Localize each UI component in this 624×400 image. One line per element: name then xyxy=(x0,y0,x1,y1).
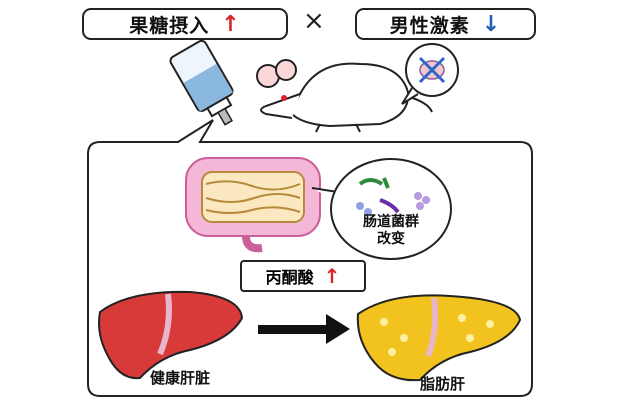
times-symbol: × xyxy=(303,6,325,36)
pyruvate-box: 丙酮酸 ↑ xyxy=(240,260,366,292)
fructose-intake-box: 果糖摂入 ↑ xyxy=(82,8,288,40)
intestine-icon xyxy=(185,157,321,253)
fatty-liver-icon xyxy=(356,294,522,382)
right-arrow-icon xyxy=(258,314,350,344)
fructose-intake-label: 果糖摂入 xyxy=(129,14,210,37)
bacteria-label-line1: 肠道菌群 xyxy=(363,214,419,230)
bacteria-label: 肠道菌群 改变 xyxy=(334,214,448,248)
iv-bottle-icon xyxy=(169,39,234,126)
healthy-liver-icon xyxy=(98,290,244,380)
up-arrow-icon: ↑ xyxy=(323,264,341,288)
down-arrow-icon: ↓ xyxy=(481,11,502,37)
androgen-box: 男性激素 ↓ xyxy=(355,8,536,40)
testis-crossed-icon xyxy=(401,43,459,105)
up-arrow-icon: ↑ xyxy=(221,11,241,37)
androgen-label: 男性激素 xyxy=(389,14,470,37)
bacteria-label-line2: 改变 xyxy=(377,231,405,247)
bacteria-icon xyxy=(311,158,452,260)
fatty-liver-label: 脂肪肝 xyxy=(420,375,466,393)
healthy-liver-label: 健康肝脏 xyxy=(150,369,211,387)
pyruvate-label: 丙酮酸 xyxy=(265,268,314,287)
